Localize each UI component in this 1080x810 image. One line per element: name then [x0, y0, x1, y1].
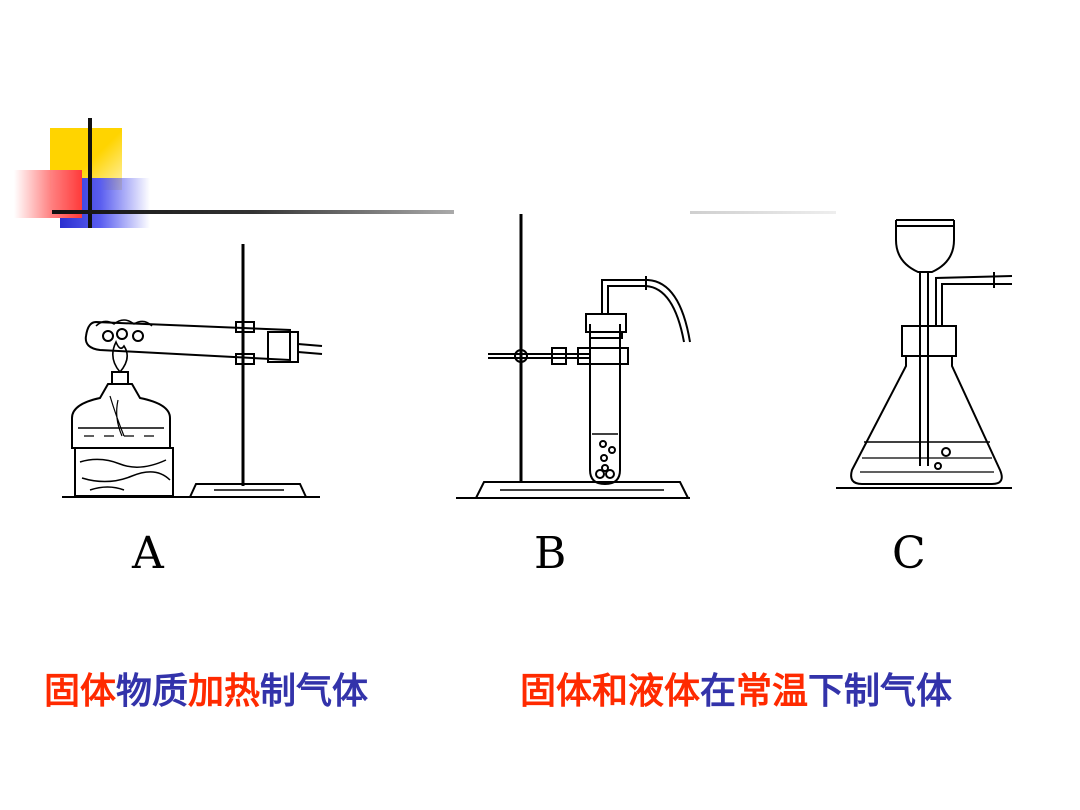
label-a: A — [132, 528, 164, 579]
thistle-funnel — [895, 225, 955, 273]
test-tube-a — [84, 320, 291, 362]
label-b: B — [534, 528, 567, 579]
caption-b-part: 固体和液体 — [520, 671, 701, 712]
caption-b-part: 在 — [700, 671, 737, 712]
conical-flask — [850, 356, 1003, 485]
flame — [112, 340, 128, 374]
decor-vertical-line — [88, 118, 92, 228]
test-tube-b — [589, 324, 621, 486]
caption-b-part: 常温 — [736, 671, 809, 712]
caption-a-part: 固体 — [44, 671, 117, 712]
caption-a-part: 物质 — [116, 671, 189, 712]
caption-a-part: 加热 — [188, 671, 261, 712]
caption-solid-heating: 固体物质加热制气体 — [44, 662, 368, 714]
alcohol-lamp — [71, 383, 171, 449]
decor-faint-line — [690, 211, 836, 214]
decor-title-underline — [52, 210, 454, 214]
caption-solid-liquid-room-temp: 固体和液体在常温下制气体 — [520, 662, 952, 714]
label-c: C — [892, 528, 926, 579]
caption-a-part: 制气体 — [260, 671, 369, 712]
caption-b-part: 下制气体 — [808, 671, 953, 712]
